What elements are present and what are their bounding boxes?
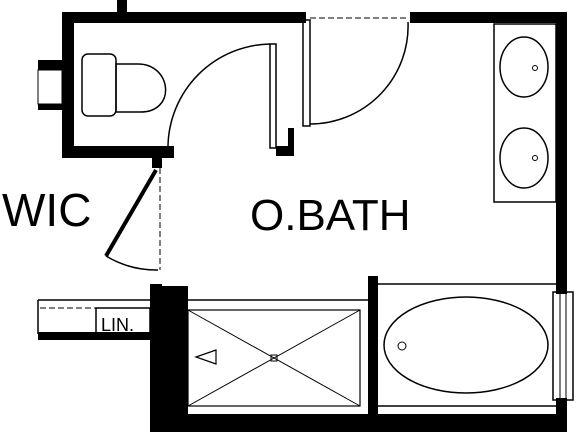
wall-toilet-right-cap [276,146,294,156]
obath-label: O.BATH [250,191,411,240]
wall-bath-bottom [150,414,567,432]
wic-door-leaf [104,168,158,258]
wall-toilet-right-lower [288,128,294,156]
wall-toilet-bottom [62,146,174,158]
window [552,291,574,401]
wall-bath-top [410,12,558,23]
wall-linen-bottom [38,332,162,340]
doors [104,17,409,271]
sink-upper-drain [532,65,538,71]
sink-lower [499,127,549,189]
wall-stub-top [117,0,127,14]
bath-door-leaf [302,19,311,127]
shower-pan [187,309,361,407]
tub-drain [397,341,407,351]
wall-shower-left [150,284,162,432]
sink-lower-drain [532,155,538,161]
toilet [81,53,167,117]
linen-box [95,307,151,335]
wall-toilet-right-upper [290,12,302,18]
wall-stub-left-2 [38,104,64,110]
toilet-door-leaf [269,43,277,149]
sinks [499,36,549,189]
wall-shower-block [162,286,188,416]
wall-toilet-left [62,12,74,158]
sink-upper [499,36,549,98]
vanity-counter [493,23,557,203]
shower-seat [194,349,217,365]
wall-door-jamb [152,158,162,168]
toilet-door-swing [167,43,271,147]
tub-basin [383,296,549,394]
toilet-bowl [115,63,167,113]
shower-diag-2 [187,309,361,407]
wall-bath-right-upper [556,12,567,294]
stub-box-left [37,69,63,105]
wic-label: WIC [2,184,91,236]
wall-stub-left [38,60,64,70]
linen-label: LIN. [101,315,134,335]
wic-door-swing [105,255,159,271]
walls [38,0,567,432]
fixture-lines [37,23,574,407]
wall-toilet-top [62,12,306,23]
shower-drain [270,354,278,362]
bath-door-swing [309,21,409,125]
wall-tub-partition [368,276,378,416]
toilet-tank [81,53,117,117]
